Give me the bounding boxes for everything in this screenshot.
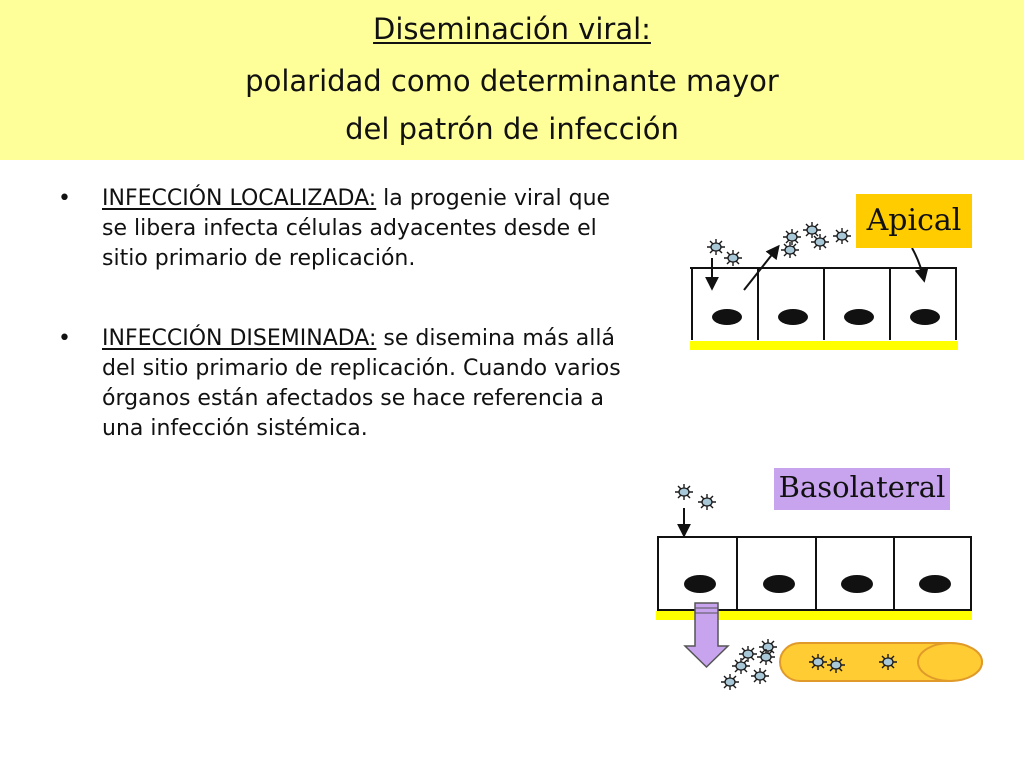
bullet-disseminated: • INFECCIÓN DISEMINADA: se disemina más … bbox=[58, 324, 628, 444]
virus-icon bbox=[756, 648, 776, 666]
basolateral-nucleus bbox=[684, 575, 716, 593]
virus-icon bbox=[720, 673, 740, 691]
basolateral-epithelium bbox=[656, 483, 983, 691]
virus-icon bbox=[826, 656, 846, 674]
basolateral-nucleus bbox=[763, 575, 795, 593]
virus-icon bbox=[810, 233, 830, 251]
virus-icon bbox=[832, 227, 852, 245]
bullet-term: INFECCIÓN DISEMINADA: bbox=[102, 326, 377, 351]
basolateral-nucleus bbox=[919, 575, 951, 593]
virus-icon bbox=[674, 483, 694, 501]
virus-icon bbox=[782, 228, 802, 246]
basolateral-basement-membrane bbox=[656, 611, 972, 620]
bullet-localized: • INFECCIÓN LOCALIZADA: la progenie vira… bbox=[58, 184, 628, 274]
apical-nucleus bbox=[712, 309, 742, 325]
virus-icon bbox=[738, 645, 758, 663]
spread-arrow bbox=[683, 602, 730, 669]
virus-icon bbox=[878, 653, 898, 671]
release-arrow bbox=[743, 244, 780, 291]
apical-epithelium bbox=[690, 221, 958, 350]
virus-icon bbox=[802, 221, 822, 239]
bullet-dot: • bbox=[58, 186, 71, 211]
virus-icon bbox=[780, 241, 800, 259]
title-line-3: del patrón de infección bbox=[345, 112, 679, 146]
basolateral-label: Basolateral bbox=[774, 468, 950, 510]
title-line-2: polaridad como determinante mayor bbox=[245, 64, 779, 98]
apical-basement-membrane bbox=[690, 341, 958, 350]
apical-nucleus bbox=[778, 309, 808, 325]
bullet-term: INFECCIÓN LOCALIZADA: bbox=[102, 186, 377, 211]
bullet-list: • INFECCIÓN LOCALIZADA: la progenie vira… bbox=[58, 184, 628, 494]
virus-icon bbox=[723, 249, 743, 267]
basolateral-nucleus bbox=[841, 575, 873, 593]
virus-icon bbox=[697, 493, 717, 511]
virus-icon bbox=[706, 238, 726, 256]
apical-nucleus bbox=[844, 309, 874, 325]
apical-label: Apical bbox=[856, 194, 972, 248]
virus-icon bbox=[731, 657, 751, 675]
virus-icon bbox=[808, 653, 828, 671]
bullet-text: la progenie viral que se libera infecta … bbox=[102, 186, 611, 271]
reinfection-arrow bbox=[911, 247, 929, 283]
bullet-text: se disemina más allá del sitio primario … bbox=[102, 326, 621, 441]
apical-cell-walls bbox=[690, 267, 957, 340]
blood-vessel bbox=[779, 642, 983, 682]
virus-icon bbox=[750, 667, 770, 685]
title-line-1: Diseminación viral: bbox=[373, 12, 651, 46]
basolateral-cell-walls bbox=[657, 536, 972, 611]
title-band bbox=[0, 0, 1024, 160]
bullet-dot: • bbox=[58, 326, 71, 351]
apical-nucleus bbox=[910, 309, 940, 325]
